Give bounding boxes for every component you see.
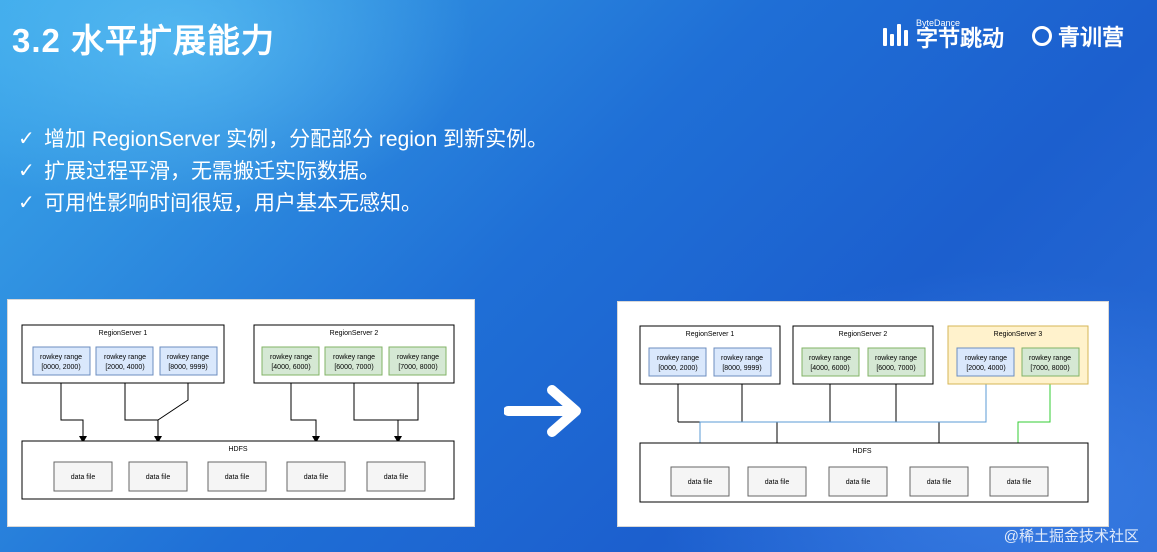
- connectors: [60, 377, 419, 436]
- region-box: [867, 347, 926, 377]
- region-line1: rowkey range: [397, 354, 439, 361]
- region-line1: rowkey range: [809, 355, 851, 362]
- regionserver-label: RegionServer 2: [839, 331, 888, 338]
- region-line2: [4000, 6000): [271, 364, 310, 371]
- check-icon: ✓: [18, 191, 35, 214]
- region-box: [801, 347, 860, 377]
- data-file-label: data file: [927, 479, 952, 486]
- region-line1: rowkey range: [965, 355, 1007, 362]
- regionserver-label: RegionServer 3: [994, 331, 1043, 338]
- qingxun-mark-icon: [1032, 26, 1052, 46]
- region-line1: rowkey range: [167, 354, 209, 361]
- region-line1: rowkey range: [657, 355, 699, 362]
- data-file-label: data file: [688, 479, 713, 486]
- data-file-box: [286, 461, 346, 492]
- region-line1: rowkey range: [721, 355, 763, 362]
- regionserver-label: RegionServer 1: [686, 331, 735, 338]
- qingxun-logo-text: 青训营: [1058, 25, 1125, 50]
- bullet-list: ✓ 增加 RegionServer 实例，分配部分 region 到新实例。 ✓…: [18, 122, 548, 218]
- data-file-box: [670, 466, 730, 497]
- data-file-box: [207, 461, 267, 492]
- arrowheads: [79, 436, 402, 443]
- data-file-label: data file: [225, 474, 250, 481]
- diagram-after-panel: RegionServer 1 rowkey range [0000, 2000)…: [617, 301, 1109, 527]
- region-box: [261, 346, 320, 376]
- region-line2: [4000, 6000): [810, 365, 849, 372]
- region-box: [956, 347, 1015, 377]
- diagram-before: RegionServer 1 rowkey range [0000, 2000)…: [21, 324, 455, 500]
- watermark: @稀土掘金技术社区: [1003, 528, 1139, 545]
- region-line2: [6000, 7000): [876, 365, 915, 372]
- region-line2: [2000, 4000): [105, 364, 144, 371]
- check-icon: ✓: [18, 159, 35, 182]
- region-line1: rowkey range: [270, 354, 312, 361]
- check-icon: ✓: [18, 127, 35, 150]
- bytedance-logo-text: 字节跳动: [916, 26, 1005, 51]
- data-file-box: [989, 466, 1049, 497]
- data-file-label: data file: [765, 479, 790, 486]
- diagram-before-panel: RegionServer 1 rowkey range [0000, 2000)…: [7, 299, 475, 527]
- region-box: [324, 346, 383, 376]
- region-line2: [2000, 4000): [966, 365, 1005, 372]
- data-file-box: [366, 461, 426, 492]
- bullet-item: ✓ 扩展过程平滑，无需搬迁实际数据。: [18, 154, 548, 186]
- data-file-box: [747, 466, 807, 497]
- region-line1: rowkey range: [40, 354, 82, 361]
- region-box: [388, 346, 447, 376]
- region-line2: [8000, 9999): [722, 365, 761, 372]
- bullet-text: 扩展过程平滑，无需搬迁实际数据。: [44, 160, 380, 183]
- region-line2: [0000, 2000): [658, 365, 697, 372]
- data-file-label: data file: [71, 474, 96, 481]
- region-line1: rowkey range: [333, 354, 375, 361]
- bytedance-mark-icon: [883, 22, 908, 46]
- qingxun-logo: 青训营: [1032, 20, 1124, 52]
- data-file-label: data file: [146, 474, 171, 481]
- region-box: [713, 347, 772, 377]
- data-file-box: [53, 461, 113, 492]
- region-line2: [7000, 8000): [398, 364, 437, 371]
- bytedance-logo-small-text: ByteDance: [916, 18, 961, 28]
- data-file-box: [909, 466, 969, 497]
- bullet-item: ✓ 增加 RegionServer 实例，分配部分 region 到新实例。: [18, 122, 548, 154]
- data-file-box: [828, 466, 888, 497]
- region-line2: [8000, 9999): [168, 364, 207, 371]
- data-file-label: data file: [384, 474, 409, 481]
- bullet-text: 增加 RegionServer 实例，分配部分 region 到新实例。: [44, 128, 549, 151]
- region-line2: [7000, 8000): [1030, 365, 1069, 372]
- region-line1: rowkey range: [1029, 355, 1071, 362]
- diagram-after: RegionServer 1 rowkey range [0000, 2000)…: [639, 325, 1089, 503]
- data-file-label: data file: [846, 479, 871, 486]
- bytedance-logo: ByteDance 字节跳动: [883, 18, 1004, 50]
- region-box: [1021, 347, 1080, 377]
- hdfs-label: HDFS: [852, 448, 871, 455]
- data-file-label: data file: [1007, 479, 1032, 486]
- bullet-item: ✓ 可用性影响时间很短，用户基本无感知。: [18, 186, 548, 218]
- region-line2: [0000, 2000): [41, 364, 80, 371]
- region-box: [95, 346, 154, 376]
- data-file-label: data file: [304, 474, 329, 481]
- region-box: [159, 346, 218, 376]
- regionserver-label: RegionServer 1: [99, 330, 148, 337]
- new-connectors: [699, 379, 1051, 459]
- slide-title: 3.2 水平扩展能力: [12, 22, 276, 59]
- region-box: [32, 346, 91, 376]
- bullet-text: 可用性影响时间很短，用户基本无感知。: [44, 192, 422, 215]
- region-line2: [6000, 7000): [334, 364, 373, 371]
- regionserver-label: RegionServer 2: [330, 330, 379, 337]
- region-box: [648, 347, 707, 377]
- hdfs-label: HDFS: [228, 446, 247, 453]
- data-file-box: [128, 461, 188, 492]
- transition-arrow-icon: [503, 382, 588, 445]
- region-line1: rowkey range: [875, 355, 917, 362]
- region-line1: rowkey range: [104, 354, 146, 361]
